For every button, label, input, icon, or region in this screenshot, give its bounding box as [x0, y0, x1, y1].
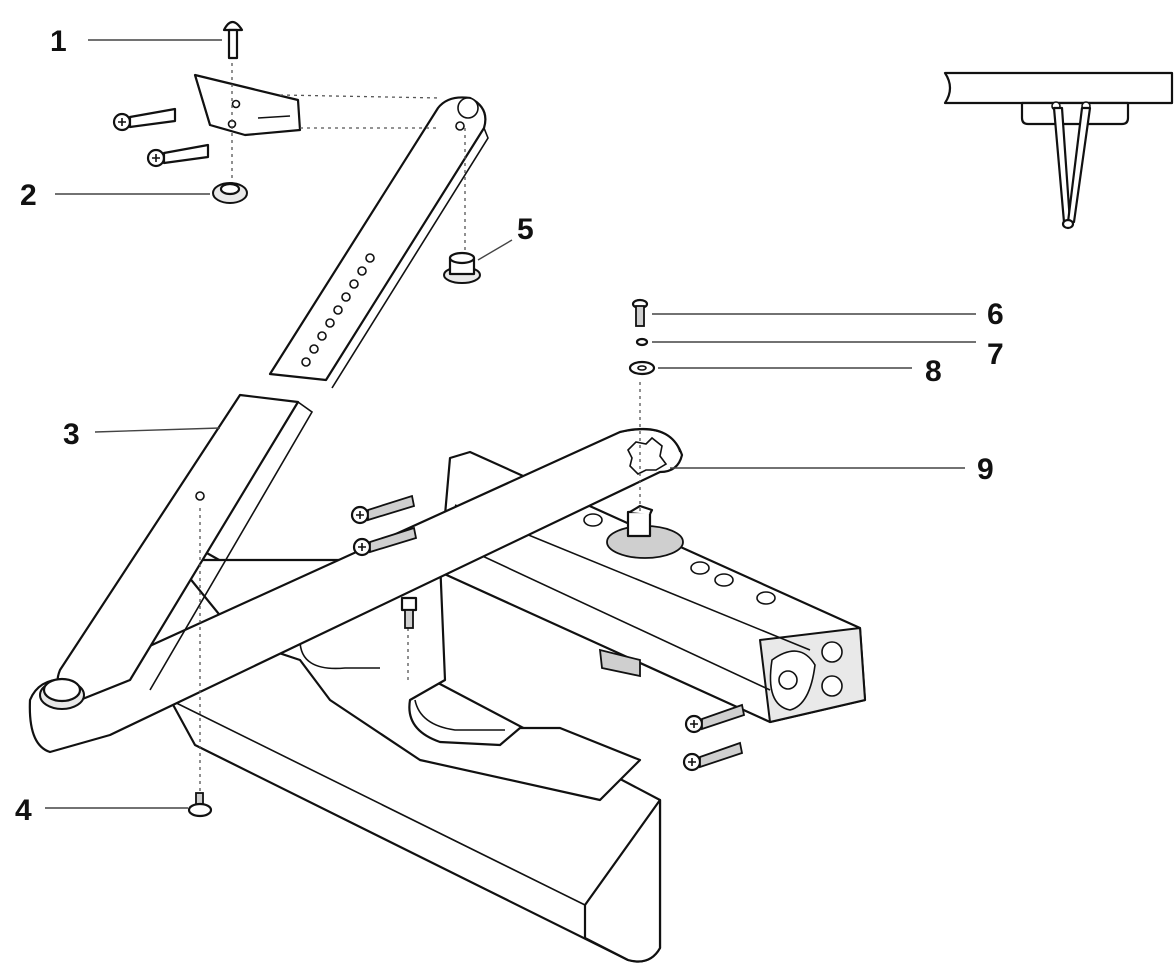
nut-part-2: [212, 182, 248, 204]
installed-view-inset: [943, 71, 1174, 230]
forearm-upper: [268, 96, 489, 389]
callout-9: 9: [977, 453, 994, 486]
bracket-screws: [112, 107, 210, 168]
washer-part-7: [635, 337, 649, 347]
callout-2: 2: [20, 179, 37, 212]
leader-lines: [45, 39, 976, 809]
callout-8: 8: [925, 355, 942, 388]
callout-1: 1: [50, 25, 67, 58]
callout-labels: 1 2 3 4 5 6 7 8 9: [15, 25, 1004, 827]
callout-5: 5: [517, 213, 534, 246]
screw-part-4: [187, 792, 213, 818]
plate-screw: [400, 596, 418, 629]
cap-part-5: [443, 251, 481, 284]
body-screws: [350, 494, 746, 772]
alignment-lines: [199, 42, 641, 800]
screw-part-6: [631, 298, 649, 327]
forearm-lower: [39, 393, 314, 710]
adjustment-holes: [301, 253, 375, 367]
callout-4: 4: [15, 794, 32, 827]
washer-part-8: [628, 360, 656, 376]
callout-6: 6: [987, 298, 1004, 331]
callout-3: 3: [63, 418, 80, 451]
arm-bracket: [193, 73, 302, 137]
bolt-part-1: [222, 20, 244, 60]
callout-7: 7: [987, 338, 1004, 371]
